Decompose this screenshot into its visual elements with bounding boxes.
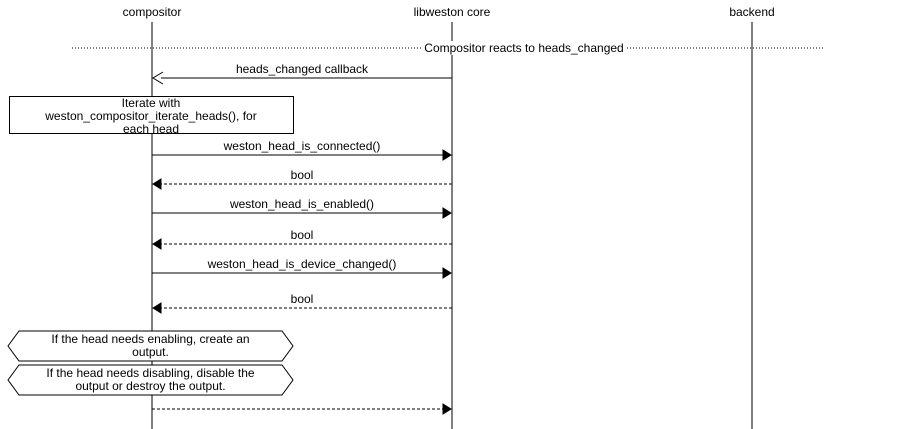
message-arrowhead-2: [152, 178, 162, 190]
message-label-weston-head-is-connected: weston_head_is_connected(): [221, 139, 383, 153]
message-arrowhead-3: [442, 207, 452, 219]
message-arrowhead-5: [442, 267, 452, 279]
message-label-weston-head-is-enabled: weston_head_is_enabled(): [227, 197, 377, 211]
message-arrowhead-1: [442, 149, 452, 161]
message-arrowhead-6: [152, 302, 162, 314]
lifeline-label-backend: backend: [729, 5, 775, 19]
message-arrowhead-0: [152, 71, 164, 85]
constraint-hexagon-1: [7, 364, 294, 396]
constraint-hexagon-0: [7, 330, 294, 362]
lifeline-label-libweston-core: libweston core: [413, 5, 491, 19]
message-label-bool-1: bool: [288, 168, 316, 182]
message-label-bool-3: bool: [288, 292, 316, 306]
message-arrowhead-7: [442, 403, 452, 415]
message-label-weston-head-is-device-changed: weston_head_is_device_changed(): [205, 257, 399, 271]
message-label-bool-2: bool: [288, 228, 316, 242]
separator-label: Compositor reacts to heads_changed: [421, 41, 627, 55]
note-box-0: [9, 96, 294, 134]
message-arrowhead-4: [152, 238, 162, 250]
message-label-heads-changed-callback: heads_changed callback: [233, 62, 371, 76]
lifeline-label-compositor: compositor: [122, 5, 182, 19]
